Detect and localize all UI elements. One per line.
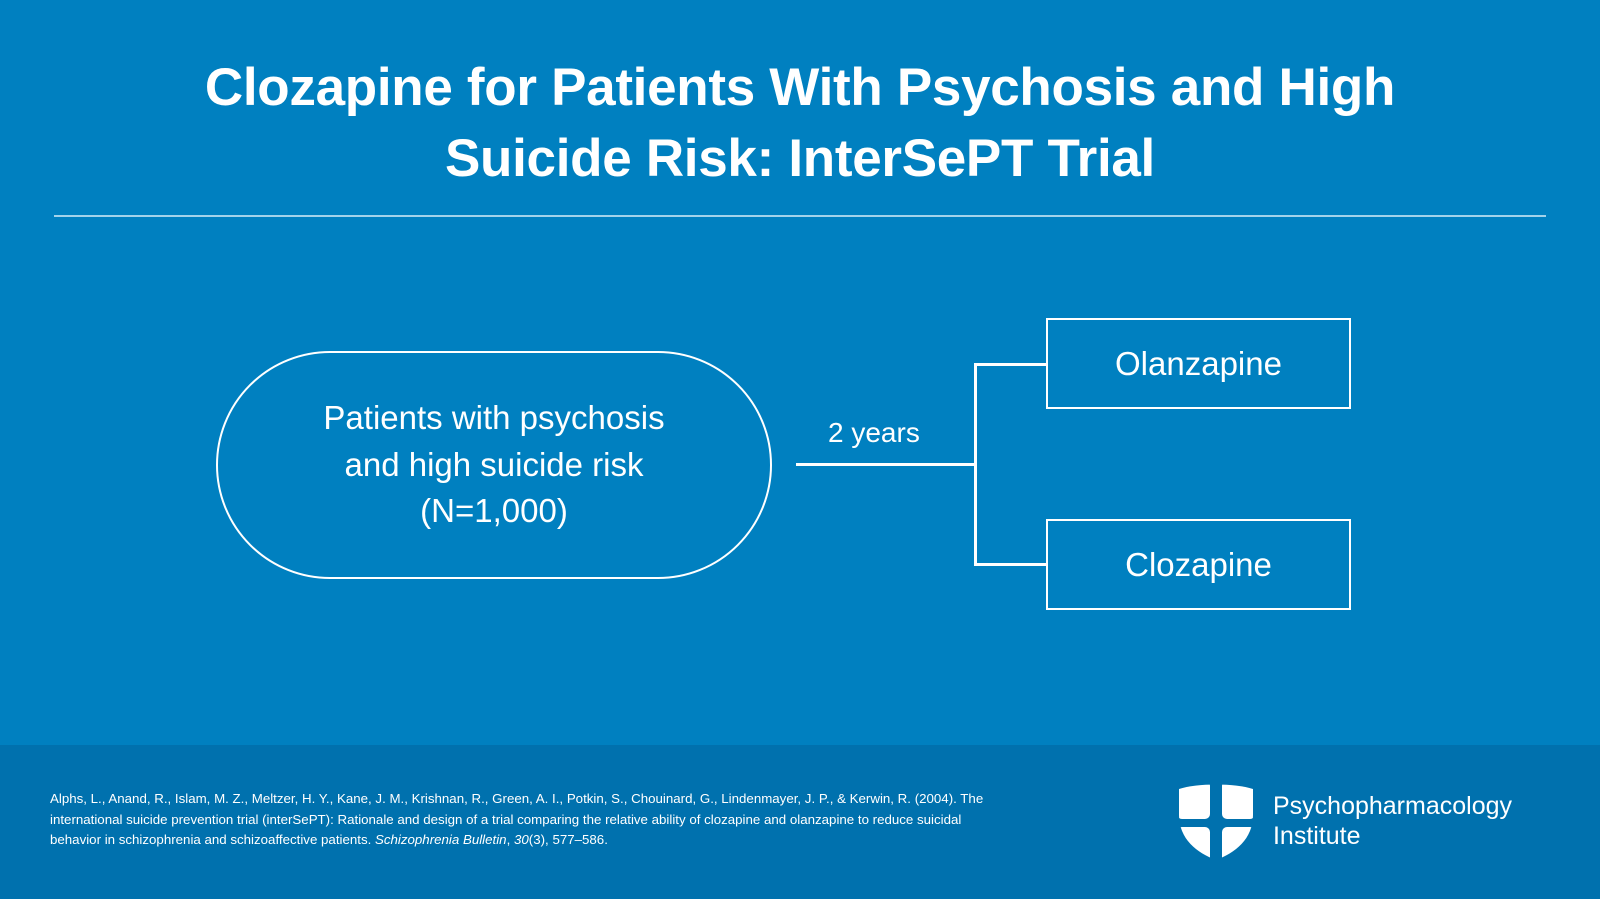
citation-reference: Alphs, L., Anand, R., Islam, M. Z., Melt… bbox=[50, 789, 995, 851]
connector-branch-line-top bbox=[974, 363, 1048, 366]
title-divider bbox=[54, 215, 1546, 217]
connector-branch-line-bottom bbox=[974, 563, 1048, 566]
citation-journal: Schizophrenia Bulletin bbox=[375, 832, 507, 848]
citation-comma: , bbox=[506, 832, 511, 848]
trial-design-diagram: Patients with psychosis and high suicide… bbox=[216, 318, 1351, 610]
citation-issue: (3), bbox=[528, 832, 549, 848]
citation-authors: Alphs, L., Anand, R., Islam, M. Z., Melt… bbox=[50, 791, 911, 806]
footer-band: Alphs, L., Anand, R., Islam, M. Z., Melt… bbox=[0, 745, 1600, 899]
citation-year: (2004). bbox=[914, 791, 957, 806]
treatment-arm-label: Clozapine bbox=[1125, 546, 1272, 583]
treatment-arm-clozapine: Clozapine bbox=[1046, 519, 1351, 610]
brand-lockup: Psychopharmacology Institute bbox=[1177, 781, 1512, 861]
citation-volume: 30 bbox=[513, 832, 529, 848]
citation-article-title: The international suicide prevention tri… bbox=[50, 791, 984, 848]
citation-pages: 577–586. bbox=[552, 832, 608, 848]
brand-name: Psychopharmacology Institute bbox=[1272, 791, 1512, 851]
title-block: Clozapine for Patients With Psychosis an… bbox=[54, 52, 1546, 194]
shield-cross-icon bbox=[1177, 781, 1255, 861]
treatment-arm-label: Olanzapine bbox=[1115, 345, 1282, 382]
treatment-arm-olanzapine: Olanzapine bbox=[1046, 318, 1351, 409]
population-label: Patients with psychosis and high suicide… bbox=[323, 398, 665, 530]
connector-vertical-line bbox=[974, 363, 977, 565]
connector-duration-label: 2 years bbox=[828, 417, 920, 448]
page-title: Clozapine for Patients With Psychosis an… bbox=[204, 58, 1396, 189]
connector-trunk-line bbox=[796, 463, 976, 466]
population-node: Patients with psychosis and high suicide… bbox=[216, 351, 772, 579]
